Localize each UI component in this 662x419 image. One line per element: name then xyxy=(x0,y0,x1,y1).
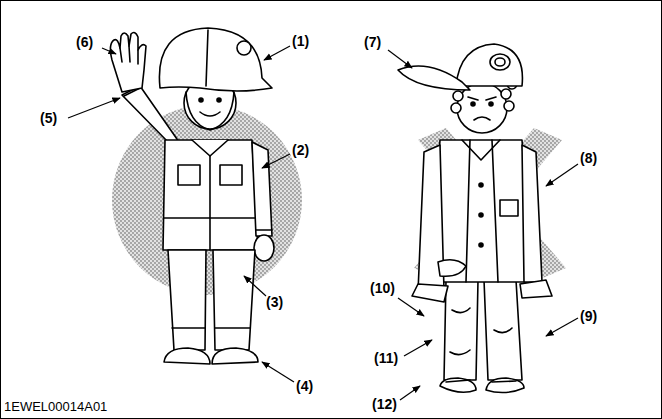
chest-pocket xyxy=(178,165,200,185)
safety-helmet xyxy=(159,28,272,91)
helmet-emblem xyxy=(237,41,251,55)
open-jacket xyxy=(430,140,532,282)
sandal xyxy=(486,378,524,393)
jacket-zip xyxy=(209,156,211,250)
jacket-collar xyxy=(192,140,228,156)
cap-crown xyxy=(456,44,522,86)
leader-lines xyxy=(68,46,578,400)
leader-line xyxy=(398,298,424,316)
cap-brim xyxy=(398,66,470,90)
baggy-trouser xyxy=(484,280,522,380)
helmet-ridge xyxy=(206,30,208,86)
leader-line xyxy=(102,48,116,54)
figure-code: 1EWEL00014A01 xyxy=(4,400,107,415)
eye xyxy=(471,102,475,106)
glove-hand xyxy=(110,33,146,92)
jacket-body xyxy=(163,140,258,250)
callout-number: (9) xyxy=(580,308,597,324)
cap-emblem xyxy=(490,54,510,70)
hair-curl xyxy=(451,103,461,113)
leader-line xyxy=(244,276,266,296)
hanging-sleeve xyxy=(252,142,272,236)
eye xyxy=(489,102,493,106)
leader-line xyxy=(262,362,294,382)
sleeve-cuff xyxy=(256,229,272,231)
callout-number: (3) xyxy=(266,294,283,310)
callout-number: (12) xyxy=(372,396,397,412)
jacket-belt xyxy=(164,217,257,219)
chin-strap xyxy=(186,92,234,130)
callout-number: (5) xyxy=(40,110,57,126)
hair-curl xyxy=(504,101,514,111)
chest-pocket xyxy=(220,165,242,185)
correct-worker xyxy=(110,28,302,364)
eye xyxy=(217,98,221,102)
loose-cuff xyxy=(520,280,552,298)
hand-in-pocket xyxy=(438,260,466,277)
leader-line xyxy=(404,340,432,356)
callout-number: (1) xyxy=(292,33,309,49)
frown-brows xyxy=(468,97,496,100)
callout-number: (4) xyxy=(296,378,313,394)
trouser-bands xyxy=(172,327,250,329)
shirt-collar xyxy=(462,140,500,160)
leader-line xyxy=(262,154,290,168)
glove-fingers xyxy=(120,46,138,64)
sandal-strap xyxy=(446,380,516,382)
callout-number: (10) xyxy=(370,280,395,296)
safety-boot xyxy=(164,348,210,364)
eye xyxy=(199,98,203,102)
leader-line xyxy=(388,50,412,68)
jacket-opening xyxy=(466,140,498,282)
leader-line xyxy=(68,98,120,118)
trouser-leg xyxy=(213,250,255,350)
callout-number: (6) xyxy=(76,34,93,50)
wrong-worker xyxy=(398,44,566,393)
callout-number: (7) xyxy=(364,34,381,50)
leader-line xyxy=(400,386,420,400)
leader-line xyxy=(546,318,578,336)
highlight-circle xyxy=(112,105,302,295)
safety-boot xyxy=(212,348,258,364)
smile xyxy=(200,112,220,116)
jacket-pocket xyxy=(500,200,518,216)
hair-curl xyxy=(501,89,511,99)
cap-emblem xyxy=(495,58,505,66)
leader-line xyxy=(264,46,290,60)
loose-sleeve xyxy=(522,145,542,282)
callout-number: (11) xyxy=(374,350,398,366)
button xyxy=(479,243,483,247)
glove-hand xyxy=(254,235,274,261)
trouser-wrinkles xyxy=(450,308,512,355)
baggy-trouser xyxy=(444,280,478,380)
callout-number: (8) xyxy=(580,150,597,166)
frown xyxy=(474,117,490,120)
loose-cuff xyxy=(412,284,448,302)
hair-curl xyxy=(453,91,463,101)
button xyxy=(479,213,483,217)
leader-line xyxy=(546,164,578,186)
trouser-leg xyxy=(168,250,206,350)
callout-number: (2) xyxy=(292,142,309,158)
button xyxy=(479,183,483,187)
